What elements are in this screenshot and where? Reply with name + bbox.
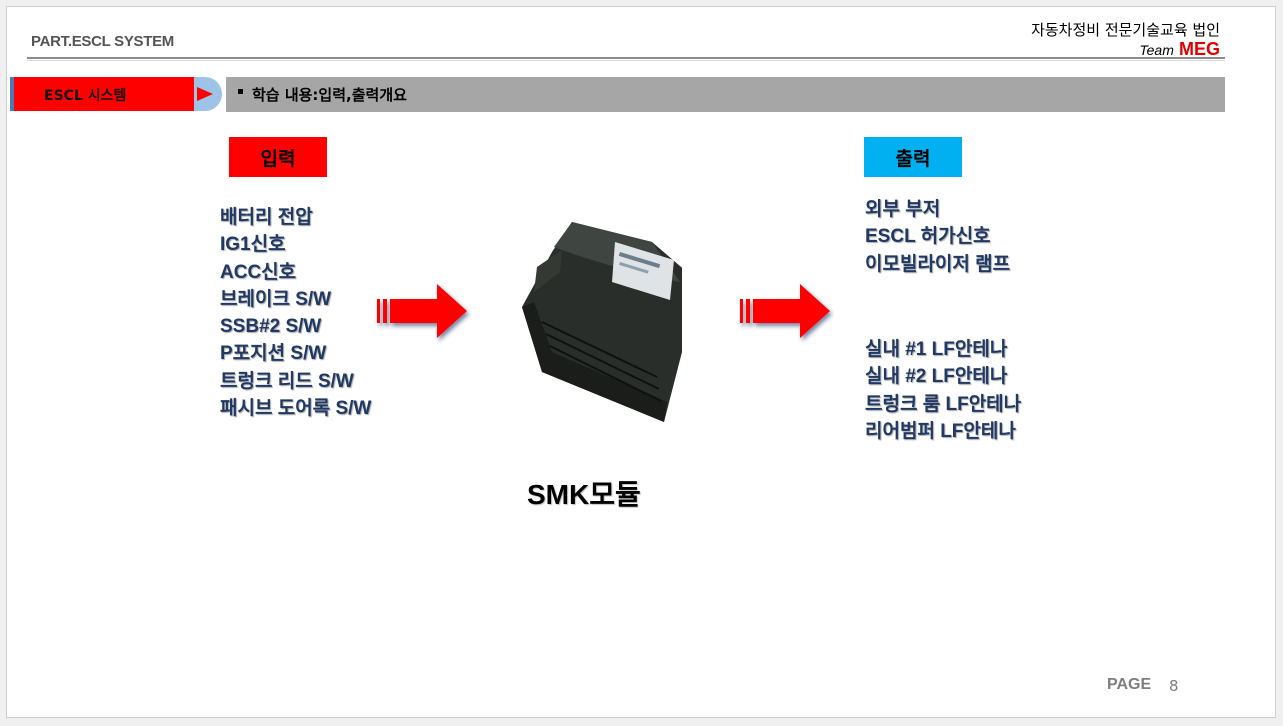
list-item: 실내 #2 LF안테나 xyxy=(865,366,1008,388)
page-label: PAGE xyxy=(1107,676,1152,693)
list-item: ESCL 허가신호 xyxy=(865,226,991,248)
organization-name: 자동차정비 전문기술교육 법인 xyxy=(1031,21,1220,39)
list-item: 브레이크 S/W xyxy=(220,288,332,310)
topic-bar: 학습 내용:입력,출력개요 xyxy=(226,77,1225,112)
list-item: 트렁크 리드 S/W xyxy=(220,370,354,392)
input-signal-list: 배터리 전압 IG1신호 ACC신호 브레이크 S/W SSB#2 S/W P포… xyxy=(220,204,371,422)
list-item: P포지션 S/W xyxy=(220,343,327,365)
team-line: Team MEG xyxy=(1139,39,1220,60)
list-item: SSB#2 S/W xyxy=(220,316,322,338)
list-item: 외부 부저 xyxy=(865,199,941,220)
output-label: 출력 xyxy=(864,137,962,177)
section-badge: ESCL 시스템 xyxy=(10,77,194,111)
output-signal-list: 외부 부저 ESCL 허가신호 이모빌라이저 램프 xyxy=(865,196,1010,278)
topic-text: 학습 내용:입력,출력개요 xyxy=(252,86,407,104)
input-label: 입력 xyxy=(229,137,327,177)
list-item: 배터리 전압 xyxy=(220,207,313,228)
list-item: 실내 #1 LF안테나 xyxy=(865,339,1008,360)
list-item: 패시브 도어록 S/W xyxy=(220,398,372,420)
header-divider-shadow xyxy=(27,60,1225,61)
input-arrow-icon xyxy=(377,284,467,338)
team-name: MEG xyxy=(1178,39,1220,59)
smk-module-image xyxy=(522,222,682,422)
header-divider xyxy=(27,57,1225,59)
team-prefix: Team xyxy=(1139,42,1174,58)
antenna-output-list: 실내 #1 LF안테나 실내 #2 LF안테나 트렁크 룸 LF안테나 리어범퍼… xyxy=(865,336,1021,445)
play-arrow-icon xyxy=(197,87,213,101)
list-item: 이모빌라이저 램프 xyxy=(865,253,1011,275)
section-badge-label: ESCL 시스템 xyxy=(44,88,127,104)
page-number: 8 xyxy=(1169,677,1179,695)
module-caption: SMK모듈 xyxy=(527,479,641,510)
part-title: PART.ESCL SYSTEM xyxy=(31,33,175,50)
output-arrow-icon xyxy=(740,284,830,338)
list-item: ACC신호 xyxy=(220,261,297,283)
list-item: 리어범퍼 LF안테나 xyxy=(865,420,1016,442)
list-item: 트렁크 룸 LF안테나 xyxy=(865,393,1022,415)
slide: PART.ESCL SYSTEM 자동차정비 전문기술교육 법인 Team ME… xyxy=(6,6,1276,718)
bullet-icon xyxy=(238,89,243,94)
list-item: IG1신호 xyxy=(220,234,286,256)
